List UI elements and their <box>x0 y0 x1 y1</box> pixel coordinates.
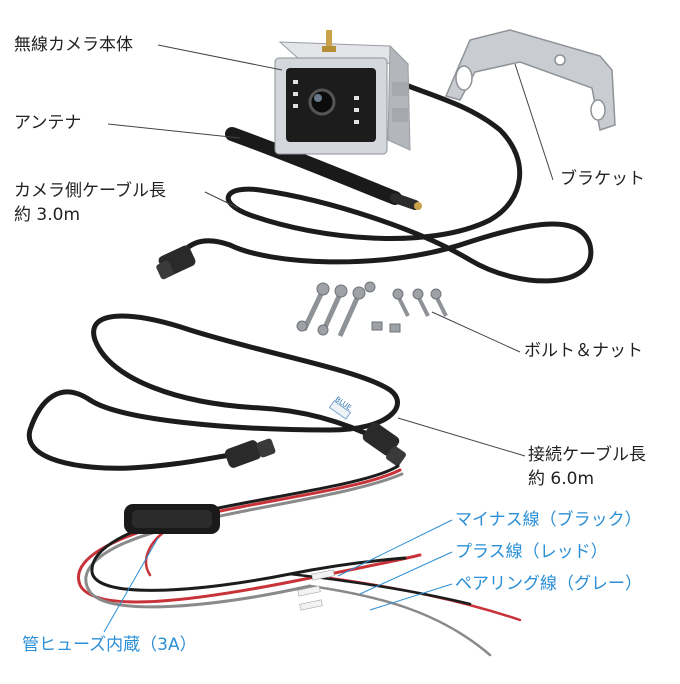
label-fuse: 管ヒューズ内蔵（3A） <box>22 635 197 655</box>
label-connection-cable-length: 接続ケーブル長 <box>528 445 646 465</box>
wire-callout-lines <box>103 519 453 633</box>
wire-tags <box>297 569 335 611</box>
label-minus-wire: マイナス線（ブラック） <box>455 510 642 530</box>
bolts-and-nuts <box>296 281 448 338</box>
cable-tag <box>328 400 352 420</box>
camera-cable-connector <box>156 245 196 280</box>
camera-body <box>274 30 411 155</box>
label-camera-cable-length: カメラ側ケーブル長 <box>14 181 166 201</box>
fuse-holder <box>124 504 220 534</box>
connection-cable-connector-left <box>225 438 276 468</box>
label-camera-cable-value: 約 3.0m <box>14 205 80 225</box>
antenna <box>225 127 422 210</box>
label-camera-body: 無線カメラ本体 <box>14 35 133 55</box>
connection-cable-connector-right <box>362 422 406 466</box>
camera-cable <box>182 79 594 284</box>
callout-lines <box>107 44 554 457</box>
label-connection-cable-value: 約 6.0m <box>528 469 594 489</box>
connection-cable <box>26 313 400 471</box>
label-pairing-wire: ペアリング線（グレー） <box>455 574 642 594</box>
label-plus-wire: プラス線（レッド） <box>455 542 608 562</box>
bracket <box>444 29 616 131</box>
label-bolts-nuts: ボルト＆ナット <box>524 341 643 361</box>
label-bracket: ブラケット <box>560 169 645 189</box>
label-antenna: アンテナ <box>14 113 82 133</box>
